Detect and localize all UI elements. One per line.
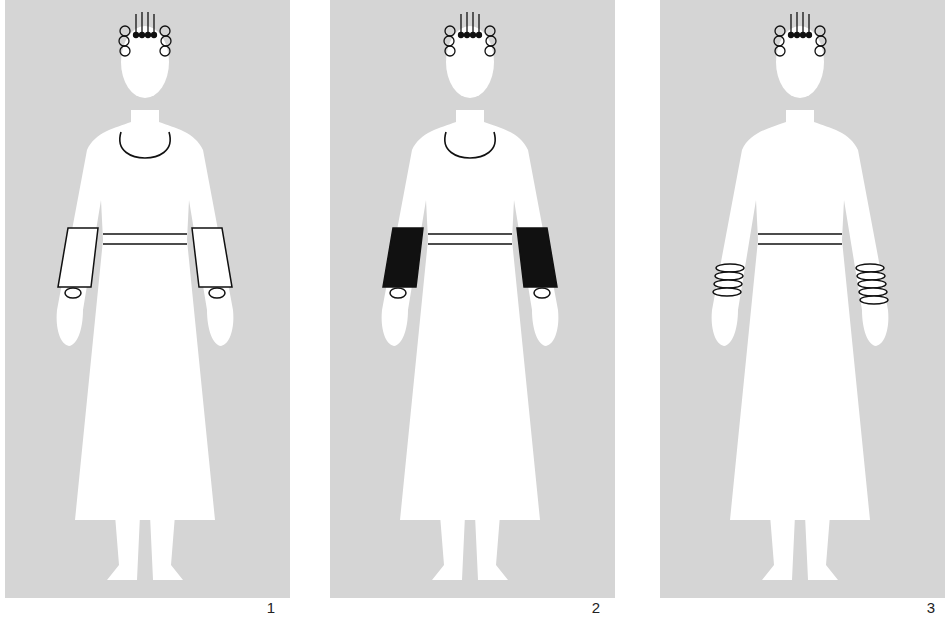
- panel-number: 1: [267, 600, 275, 615]
- figure-one: [57, 12, 234, 580]
- figure-two: [382, 12, 559, 580]
- neck-ring: [445, 132, 495, 158]
- arm-cuff: [383, 228, 557, 287]
- panel-background: [5, 0, 290, 598]
- panel-background: [660, 0, 945, 598]
- wrist-ring: [390, 288, 550, 298]
- panel-number: 3: [927, 600, 935, 615]
- female-figure: [712, 12, 889, 580]
- female-figure: [57, 12, 234, 580]
- arm-cuff: [58, 228, 232, 287]
- neck-ring: [120, 132, 170, 158]
- panel-number: 2: [592, 600, 600, 615]
- wrist-ring: [65, 288, 225, 298]
- bangle-stack: [713, 264, 888, 304]
- panel-background: [330, 0, 615, 598]
- female-figure: [382, 12, 559, 580]
- figure-three: [712, 12, 889, 580]
